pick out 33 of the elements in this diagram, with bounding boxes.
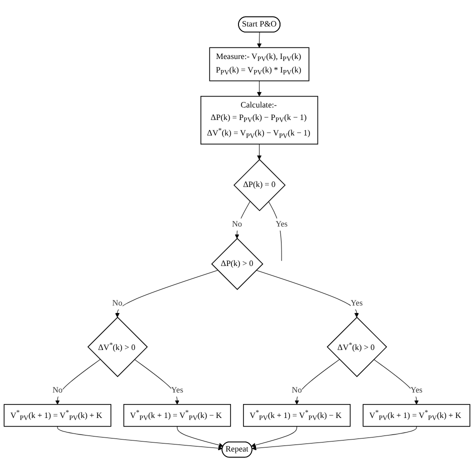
edge-label: Yes: [350, 298, 363, 308]
arrow: [57, 426, 223, 450]
node-box: V$^{*}$$_{PV}$(k + 1) = V$^{*}$$_{PV}$(k) − K: [243, 404, 351, 427]
arrow: [55, 359, 100, 405]
arrow: [257, 32, 262, 48]
edge-label: Yes: [171, 386, 184, 395]
arrow: [251, 426, 298, 448]
node-box: V$^{*}$$_{PV}$(k + 1) = V$^{*}$$_{PV}$(k) − K: [123, 404, 231, 427]
node-diamond: ΔP(k) = 0: [234, 159, 286, 212]
edge-label: Yes: [410, 386, 422, 395]
connector: [268, 201, 282, 262]
node-box: Measure:- V$_{PV}$(k), I$_{PV}$(k) P$_{PV}$(k) = V$_{PV}$(k) * I$_{PV}$(k): [209, 47, 310, 82]
edge-label: No: [232, 220, 242, 229]
node-diamond: ΔV$^{*}$(k) > 0: [87, 316, 148, 378]
node-diamond: ΔP(k) > 0: [211, 238, 264, 290]
edge-label: No: [52, 386, 63, 395]
arrow: [234, 201, 250, 239]
node-box: V$^{*}$$_{PV}$(k + 1) = V$^{*}$$_{PV}$(k) + K: [362, 404, 470, 427]
arrow: [256, 270, 359, 318]
arrow: [257, 144, 262, 160]
edge-label: Yes: [276, 220, 288, 229]
arrow: [134, 359, 180, 405]
arrow: [374, 359, 419, 405]
arrow: [294, 359, 340, 405]
edge-label: No: [112, 298, 122, 308]
arrow: [176, 426, 224, 448]
arrow: [257, 80, 262, 97]
edge-label: No: [292, 386, 302, 395]
arrow: [115, 270, 218, 318]
arrow: [252, 426, 417, 450]
node-diamond: ΔV$^{*}$(k) > 0: [326, 316, 388, 378]
node-box: V$^{*}$$_{PV}$(k + 1) = V$^{*}$$_{PV}$(k) + K: [4, 404, 112, 427]
node-box: Calculate:- ΔP(k) = P$_{PV}$(k) − P$_{PV}$(k − 1) ΔV$^{*}$(k) = V$_{PV}$(k) − V$_{PV}$(k − 1): [200, 96, 318, 144]
